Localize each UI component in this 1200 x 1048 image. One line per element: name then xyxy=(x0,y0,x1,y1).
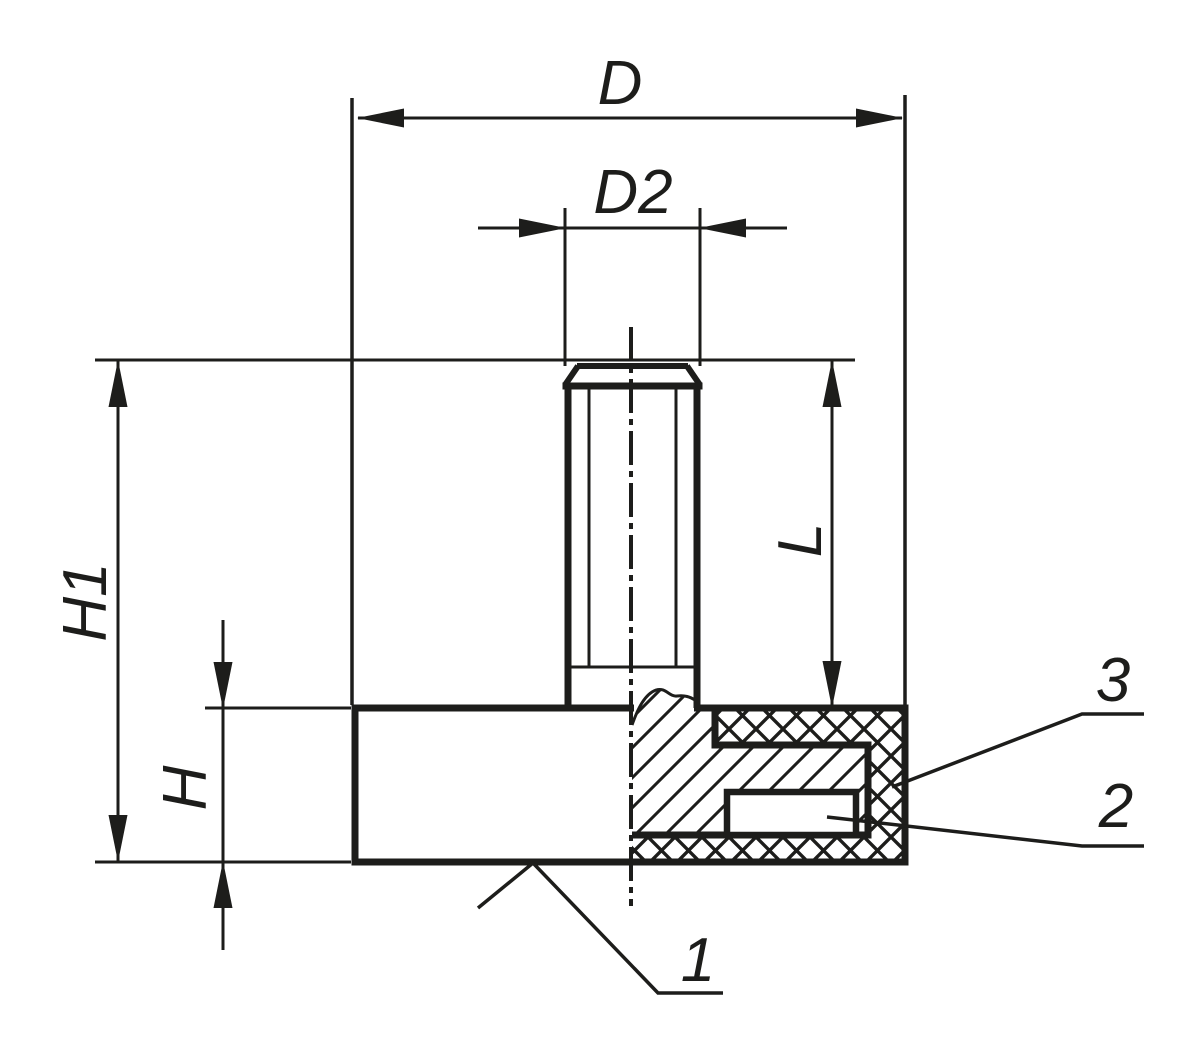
callout-2: 2 xyxy=(826,772,1144,848)
dimension-d: D xyxy=(350,49,907,705)
h-arrow-top xyxy=(213,662,233,709)
stud-chamfer-left xyxy=(562,364,581,387)
h1-label: H1 xyxy=(51,562,120,641)
dimension-h: H xyxy=(151,620,351,950)
h1-arrow-top xyxy=(108,360,128,407)
dimension-d2: D2 xyxy=(478,158,787,366)
l-label: L xyxy=(766,523,835,557)
threaded-stud xyxy=(562,363,703,708)
dimension-l: L xyxy=(766,360,842,708)
callout-1: 1 xyxy=(476,860,723,995)
h-arrow-bottom xyxy=(213,861,233,908)
d2-arrow-right xyxy=(699,218,746,238)
callout-1-label: 1 xyxy=(681,926,715,995)
l-arrow-top xyxy=(822,360,842,407)
d2-arrow-left xyxy=(519,218,566,238)
callout-2-leader xyxy=(826,815,1144,848)
h-label: H xyxy=(151,765,220,810)
d-label: D xyxy=(598,49,643,118)
stud-chamfer-right xyxy=(684,364,703,387)
callout-3: 3 xyxy=(891,646,1144,789)
callout-3-label: 3 xyxy=(1096,646,1130,715)
dimension-h1: H1 xyxy=(51,358,855,864)
callout-3-leader xyxy=(891,712,1144,789)
d-arrow-right xyxy=(856,108,903,128)
coating-crosshatch-area xyxy=(632,708,905,862)
callout-2-label: 2 xyxy=(1098,772,1133,841)
part-magnet-core xyxy=(723,788,860,839)
d2-label: D2 xyxy=(593,158,672,227)
callout-1-leader xyxy=(476,860,723,995)
l-arrow-bottom xyxy=(822,661,842,708)
break-wavy-line xyxy=(630,687,696,726)
h1-arrow-bottom xyxy=(108,815,128,862)
d-arrow-left xyxy=(357,108,404,128)
